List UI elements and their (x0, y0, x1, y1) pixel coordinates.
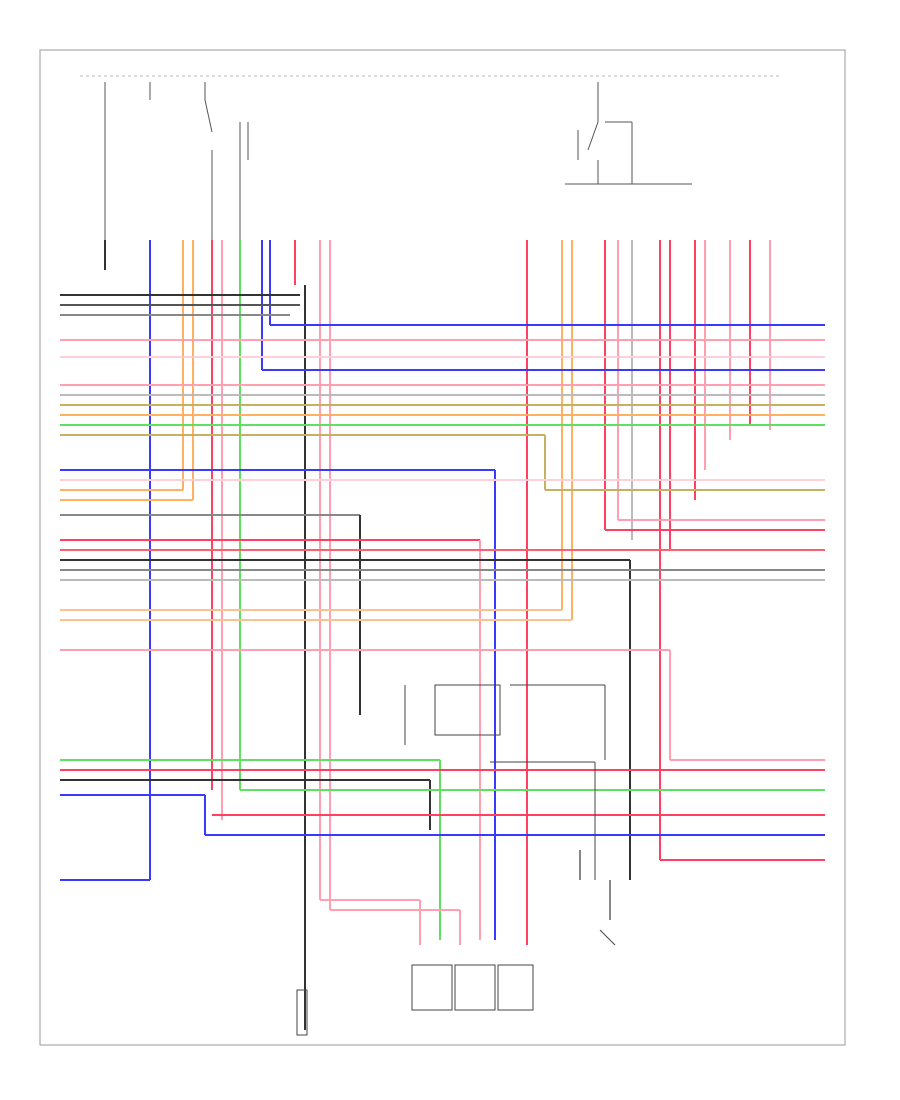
horizontal-wire-bus (60, 294, 825, 940)
diagram-border (39, 49, 846, 1046)
center-component-group (404, 684, 606, 880)
top-connector-stubs (104, 240, 771, 1030)
bottom-components (296, 929, 616, 1036)
relay-switch-group (577, 82, 633, 184)
ignition-switch-group (104, 82, 249, 240)
bottom-connector-stubs (320, 850, 611, 945)
